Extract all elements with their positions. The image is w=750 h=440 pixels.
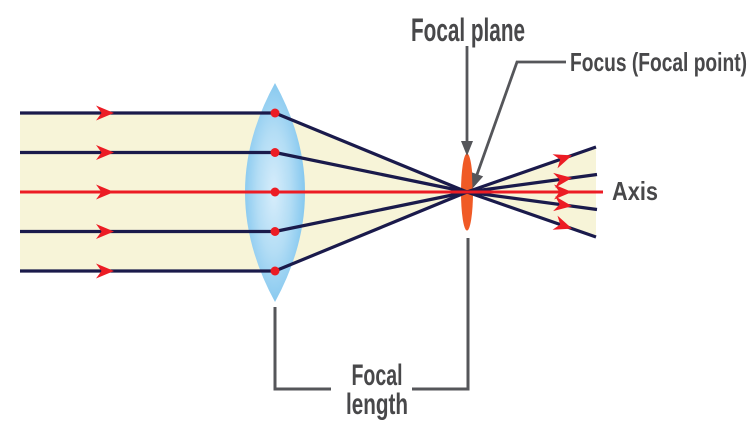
ray-arrowhead-icon bbox=[96, 224, 114, 239]
light-ray-diverging bbox=[466, 145, 597, 194]
navy-rays bbox=[20, 111, 598, 273]
pointer-arrowhead-icon bbox=[471, 172, 484, 189]
lens-dot bbox=[270, 187, 280, 197]
ray-arrowhead-icon bbox=[96, 145, 114, 160]
focus-label: Focus (Focal point) bbox=[570, 47, 747, 77]
lens-dot bbox=[270, 108, 280, 118]
diagram-labels: Focal plane Focus (Focal point) Axis Foc… bbox=[346, 12, 747, 421]
lens-dot bbox=[270, 266, 280, 276]
lens-dot bbox=[270, 148, 280, 157]
focal-length-bracket-right bbox=[412, 238, 470, 391]
focus-pointer-line bbox=[472, 60, 566, 184]
focal-length-label-line2: length bbox=[346, 388, 408, 421]
light-ray-diverging bbox=[466, 172, 598, 194]
ray-arrowhead-icon bbox=[552, 154, 572, 169]
annotation-arrowheads bbox=[461, 141, 484, 189]
annotation-lines bbox=[273, 46, 566, 391]
ray-arrowhead-icon bbox=[96, 263, 114, 279]
ray-arrowhead-icon bbox=[553, 196, 572, 212]
light-ray-diverging bbox=[466, 190, 597, 239]
lens-intersection-dots bbox=[270, 108, 280, 276]
ray-arrowhead-icon bbox=[552, 215, 572, 230]
light-ray-refracted bbox=[274, 111, 468, 194]
light-ray-refracted bbox=[274, 150, 468, 194]
light-ray-diverging bbox=[466, 190, 598, 212]
ray-arrowhead-icon bbox=[554, 184, 572, 200]
light-ray-refracted bbox=[274, 190, 468, 273]
axis-label: Axis bbox=[612, 176, 658, 206]
ray-arrowhead-icon bbox=[553, 172, 572, 188]
focal-length-bracket-left bbox=[273, 307, 331, 391]
ray-arrowhead-icon bbox=[96, 105, 114, 121]
light-ray-refracted bbox=[274, 190, 468, 234]
focal-plane-label: Focal plane bbox=[411, 12, 525, 48]
down-arrowhead-icon bbox=[461, 141, 473, 156]
ray-arrowhead-icon bbox=[96, 184, 114, 200]
lens-dot bbox=[270, 227, 280, 236]
focal-length-label-line1: Focal bbox=[352, 359, 403, 392]
ray-direction-arrowheads bbox=[96, 105, 572, 279]
